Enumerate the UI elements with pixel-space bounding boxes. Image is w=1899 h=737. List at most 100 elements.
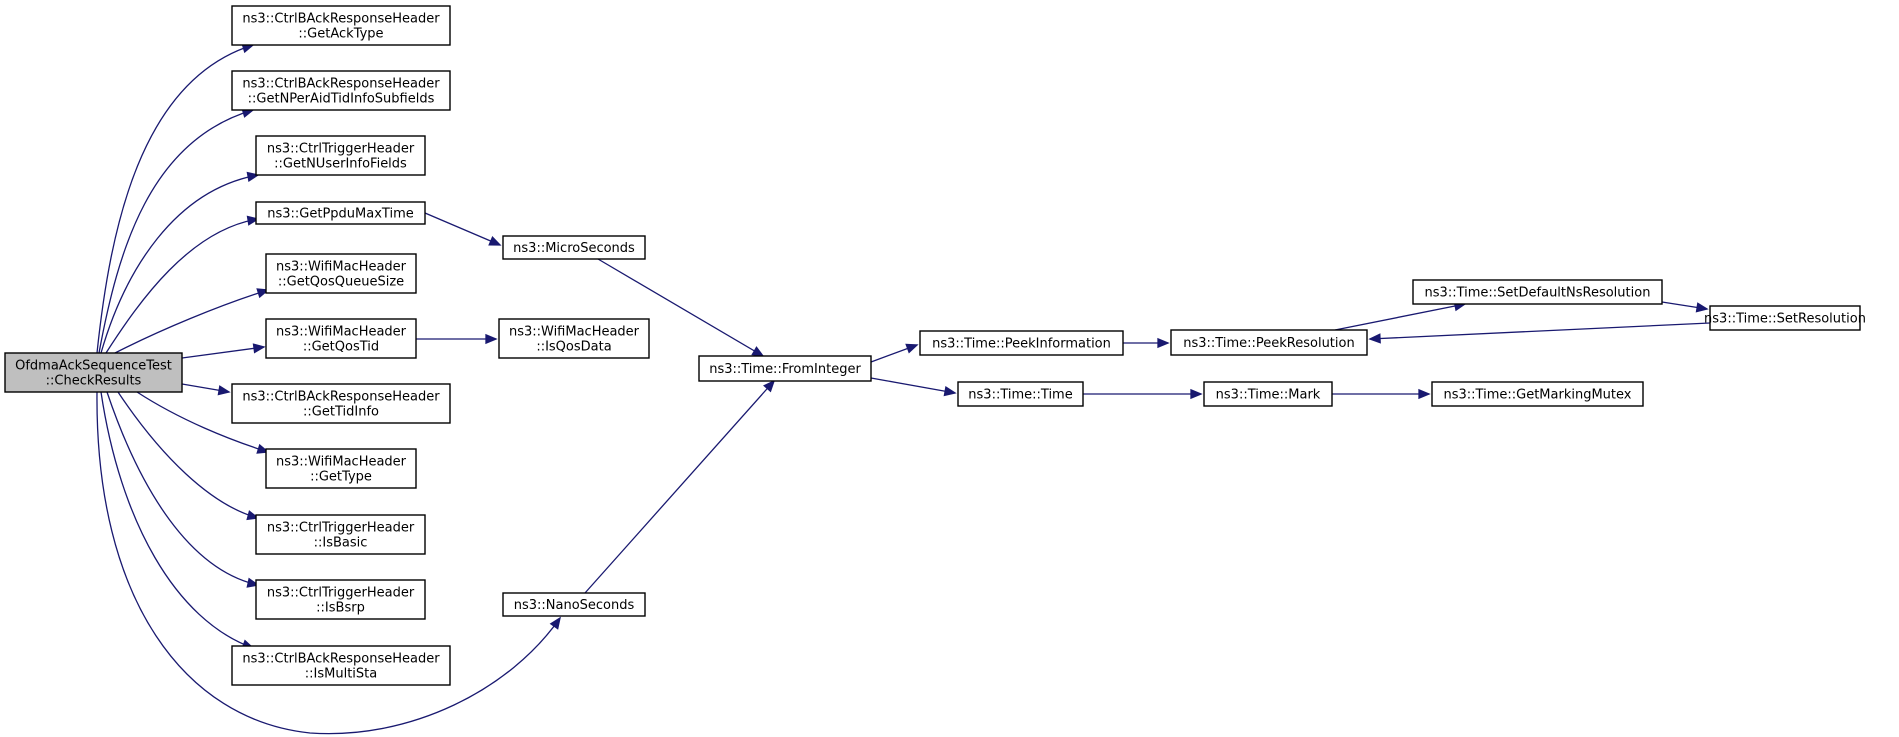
node-isBasic[interactable]: ns3::CtrlTriggerHeader::IsBasic (255, 514, 426, 555)
node-label-line: ns3::Time::GetMarkingMutex (1444, 388, 1632, 403)
node-box (255, 201, 426, 225)
edge-line (96, 44, 254, 354)
node-label-line: ns3::CtrlBAckResponseHeader (242, 12, 440, 27)
node-label-line: ::GetQosTid (303, 340, 379, 355)
node-box (231, 383, 451, 424)
edge-arrowhead (549, 616, 561, 630)
node-box (231, 5, 451, 46)
node-getTidInfo[interactable]: ns3::CtrlBAckResponseHeader::GetTidInfo (231, 383, 451, 424)
node-label-line: ns3::CtrlBAckResponseHeader (242, 77, 440, 92)
edge-line (424, 212, 501, 246)
node-getAckType[interactable]: ns3::CtrlBAckResponseHeader::GetAckType (231, 5, 451, 46)
node-getType[interactable]: ns3::WifiMacHeader::GetType (265, 448, 417, 489)
node-label-line: ::IsBsrp (316, 601, 365, 616)
node-label-line: ::GetQosQueueSize (278, 275, 404, 290)
node-box (255, 514, 426, 555)
edge-root-to-getQosQueue (114, 288, 270, 354)
edge-root-to-getTidInfo (181, 383, 231, 396)
node-getNUserInfo[interactable]: ns3::CtrlTriggerHeader::GetNUserInfoFiel… (255, 135, 426, 176)
node-label-line: ns3::CtrlBAckResponseHeader (242, 652, 440, 667)
node-label-line: OfdmaAckSequenceTest (15, 359, 172, 374)
node-box (498, 318, 650, 359)
node-label-line: ns3::CtrlTriggerHeader (267, 142, 415, 157)
node-getMarkingMutex[interactable]: ns3::Time::GetMarkingMutex (1431, 381, 1644, 407)
node-isMultiSta[interactable]: ns3::CtrlBAckResponseHeader::IsMultiSta (231, 645, 451, 686)
node-setDefaultNs[interactable]: ns3::Time::SetDefaultNsResolution (1412, 279, 1663, 305)
node-label-line: ns3::Time::Mark (1216, 388, 1321, 403)
node-box (1431, 381, 1644, 407)
node-fromInteger[interactable]: ns3::Time::FromInteger (698, 355, 872, 382)
node-label-line: ns3::MicroSeconds (513, 241, 635, 256)
edge-peekInformation-to-peekResolution (1123, 337, 1170, 349)
edge-line (1334, 303, 1466, 331)
node-getQosQueue[interactable]: ns3::WifiMacHeader::GetQosQueueSize (265, 253, 417, 294)
node-box (231, 70, 451, 111)
node-label-line: ::IsMultiSta (305, 667, 377, 682)
edge-line (181, 346, 265, 359)
node-isBsrp[interactable]: ns3::CtrlTriggerHeader::IsBsrp (255, 579, 426, 620)
edge-line (597, 258, 764, 357)
edge-root-to-getType (136, 391, 270, 454)
edge-line (105, 218, 259, 354)
node-setResolution[interactable]: ns3::Time::SetResolution (1704, 305, 1866, 331)
node-label-line: ::GetTidInfo (303, 405, 379, 420)
node-microSeconds[interactable]: ns3::MicroSeconds (502, 235, 646, 260)
node-box (265, 318, 417, 359)
edge-root-to-getNPerAid (98, 108, 255, 354)
node-nanoSeconds[interactable]: ns3::NanoSeconds (502, 592, 646, 617)
edge-line (100, 174, 259, 354)
edge-arrowhead (217, 385, 231, 396)
node-timeTime[interactable]: ns3::Time::Time (957, 381, 1084, 407)
edge-setDefaultNs-to-setResolution (1661, 301, 1709, 313)
edge-line (1369, 322, 1711, 340)
node-label-line: ns3::WifiMacHeader (509, 325, 640, 340)
edge-line (870, 377, 956, 394)
node-box (255, 135, 426, 176)
node-box (502, 235, 646, 260)
node-label-line: ::GetType (310, 470, 372, 485)
node-label-line: ns3::WifiMacHeader (276, 260, 407, 275)
node-label-line: ns3::GetPpduMaxTime (267, 207, 414, 222)
edge-peekResolution-to-setDefaultNs (1334, 300, 1467, 331)
edge-arrowhead (256, 288, 270, 299)
node-peekResolution[interactable]: ns3::Time::PeekResolution (1170, 329, 1368, 356)
node-label-line: ns3::Time::Time (968, 388, 1072, 403)
node-root[interactable]: OfdmaAckSequenceTest::CheckResults (4, 352, 183, 393)
node-getQosTid[interactable]: ns3::WifiMacHeader::GetQosTid (265, 318, 417, 359)
node-label-line: ns3::Time::PeekResolution (1183, 336, 1354, 351)
edge-root-to-nanoSeconds (96, 391, 561, 735)
edge-arrowhead (488, 236, 502, 246)
node-getPpdu[interactable]: ns3::GetPpduMaxTime (255, 201, 426, 225)
edges-layer (96, 43, 1711, 735)
node-peekInformation[interactable]: ns3::Time::PeekInformation (919, 330, 1124, 356)
node-box (1412, 279, 1663, 305)
node-label-line: ::GetAckType (298, 27, 383, 42)
edge-arrowhead (256, 443, 270, 454)
edge-line (117, 391, 259, 519)
node-label-line: ::GetNPerAidTidInfoSubfields (248, 92, 435, 107)
edge-arrowhead (1368, 333, 1381, 344)
node-box (919, 330, 1124, 356)
node-label-line: ns3::Time::SetDefaultNsResolution (1425, 286, 1651, 301)
node-label-line: ns3::Time::FromInteger (709, 362, 861, 377)
edge-line (584, 380, 775, 594)
node-label-line: ::GetNUserInfoFields (274, 157, 407, 172)
edge-fromInteger-to-timeTime (870, 377, 957, 397)
node-box (231, 645, 451, 686)
edge-root-to-isBsrp (106, 391, 260, 588)
edge-nanoSeconds-to-fromInteger (584, 379, 776, 594)
node-box (1203, 381, 1333, 407)
edge-root-to-getPpdu (105, 215, 260, 354)
node-label-line: ns3::WifiMacHeader (276, 455, 407, 470)
node-getNPerAid[interactable]: ns3::CtrlBAckResponseHeader::GetNPerAidT… (231, 70, 451, 111)
node-label-line: ns3::Time::PeekInformation (932, 337, 1111, 352)
node-isQosData[interactable]: ns3::WifiMacHeader::IsQosData (498, 318, 650, 359)
node-mark[interactable]: ns3::Time::Mark (1203, 381, 1333, 407)
node-box (698, 355, 872, 382)
edge-line (114, 289, 269, 354)
edge-arrowhead (943, 386, 957, 397)
edge-timeTime-to-mark (1083, 388, 1203, 400)
edge-getPpdu-to-microSeconds (424, 212, 502, 246)
edge-getQosTid-to-isQosData (416, 333, 498, 345)
edge-root-to-isMultiSta (100, 391, 255, 650)
